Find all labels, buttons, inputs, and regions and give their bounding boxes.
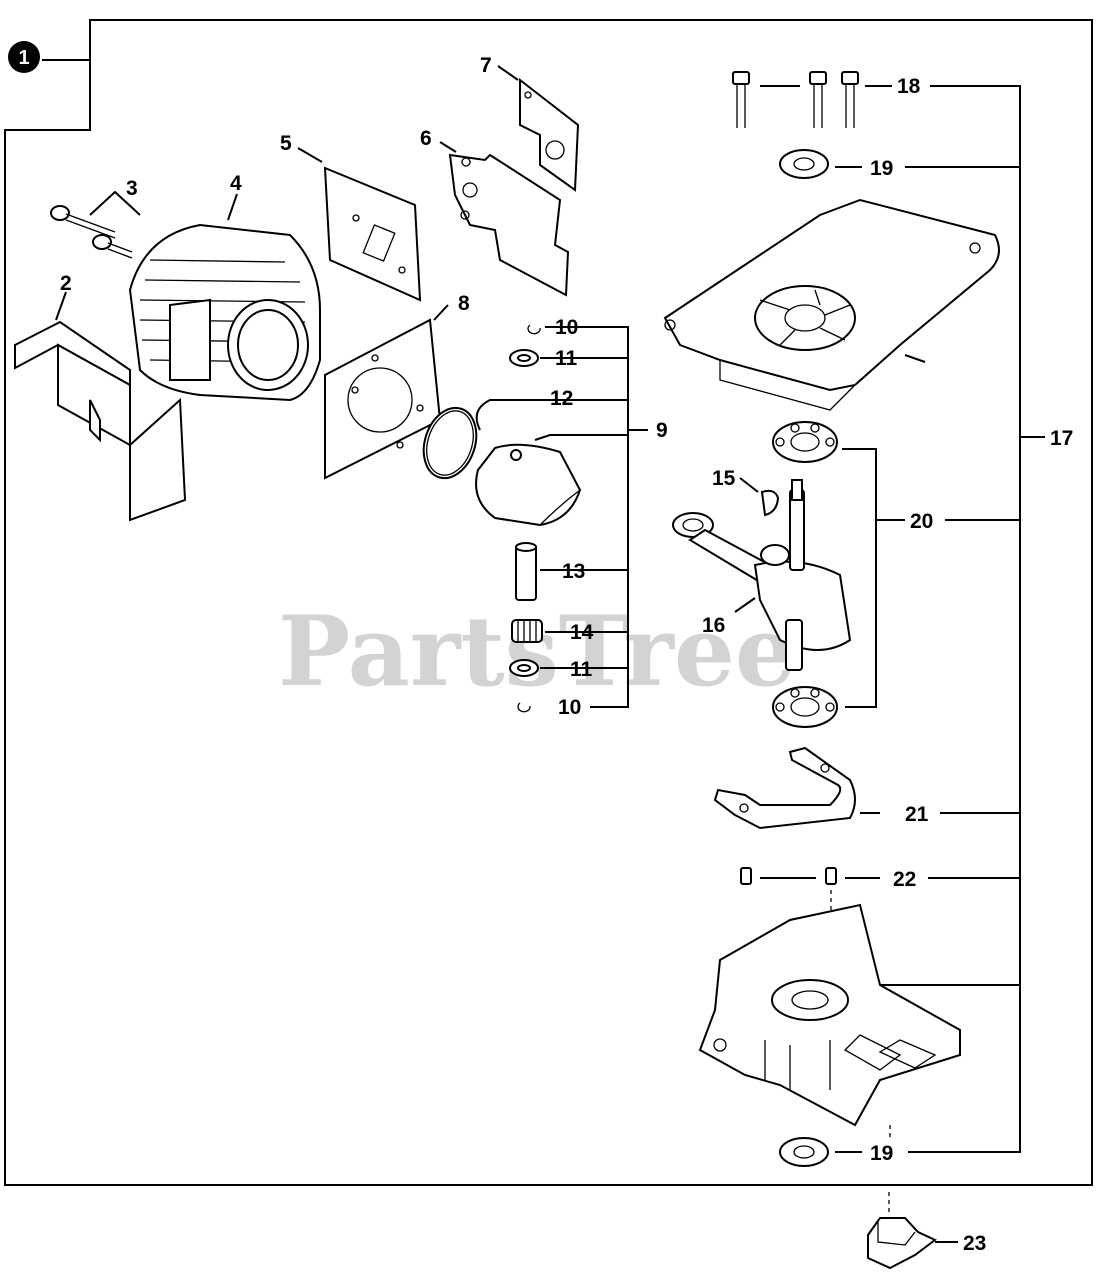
piston-pin-part bbox=[515, 542, 537, 601]
label-part-10-bottom: 10 bbox=[558, 696, 581, 719]
cylinder-part bbox=[128, 223, 321, 402]
label-part-13: 13 bbox=[562, 560, 585, 583]
label-part-19-bottom: 19 bbox=[870, 1142, 893, 1165]
crankcase-gasket-part bbox=[713, 746, 856, 830]
label-part-8: 8 bbox=[458, 292, 470, 315]
washer-top-part bbox=[509, 349, 539, 367]
insulator-gasket-part bbox=[519, 77, 580, 192]
label-part-7: 7 bbox=[480, 54, 492, 77]
crankcase-half-lower-part bbox=[698, 903, 961, 1127]
cylinder-screws-part bbox=[50, 205, 133, 259]
washer-bottom-part bbox=[509, 659, 539, 677]
label-part-6: 6 bbox=[420, 127, 432, 150]
label-part-17: 17 bbox=[1050, 427, 1073, 450]
intake-gasket-part bbox=[323, 166, 422, 302]
crankcase-screws-part bbox=[732, 71, 859, 128]
label-part-3: 3 bbox=[126, 177, 138, 200]
main-bearing-bottom-part bbox=[772, 686, 838, 728]
label-part-4: 4 bbox=[230, 172, 242, 195]
label-part-20: 20 bbox=[910, 510, 933, 533]
heat-shield-part bbox=[14, 320, 187, 522]
piston-ring-part bbox=[422, 406, 478, 480]
label-part-23: 23 bbox=[963, 1232, 986, 1255]
label-part-14: 14 bbox=[570, 621, 594, 644]
label-part-11-bottom: 11 bbox=[570, 658, 593, 681]
crankcase-half-upper-part bbox=[663, 198, 1000, 411]
label-part-21: 21 bbox=[905, 803, 929, 826]
label-part-19-top: 19 bbox=[870, 157, 893, 180]
piston-part bbox=[475, 443, 582, 527]
assembly-frame bbox=[4, 19, 1093, 1186]
group-marker-number: 1 bbox=[18, 47, 29, 69]
label-part-22: 22 bbox=[893, 868, 916, 891]
label-part-16: 16 bbox=[702, 614, 725, 637]
label-part-2: 2 bbox=[60, 272, 72, 295]
oil-seal-upper-part bbox=[779, 149, 829, 179]
label-part-15: 15 bbox=[712, 467, 736, 490]
circlip-top-part bbox=[527, 324, 541, 335]
label-part-11-top: 11 bbox=[555, 347, 578, 370]
label-part-12: 12 bbox=[550, 387, 573, 410]
label-part-18: 18 bbox=[897, 75, 921, 98]
crankshaft-part bbox=[672, 479, 852, 671]
needle-bearing-part bbox=[511, 619, 543, 643]
main-bearing-top-part bbox=[772, 421, 838, 463]
cushion-part bbox=[867, 1217, 937, 1270]
gasket-part bbox=[448, 153, 570, 297]
label-part-9: 9 bbox=[656, 419, 668, 442]
woodruff-key-part bbox=[760, 489, 780, 517]
oil-seal-lower-part bbox=[779, 1137, 829, 1167]
circlip-bottom-part bbox=[517, 702, 531, 713]
watermark: PartsTree bbox=[278, 595, 796, 708]
label-part-10-top: 10 bbox=[555, 316, 578, 339]
dowel-pins-part bbox=[740, 867, 837, 885]
cylinder-base-gasket-part bbox=[324, 318, 442, 480]
group-marker-circle bbox=[8, 41, 40, 73]
label-part-5: 5 bbox=[280, 132, 292, 155]
